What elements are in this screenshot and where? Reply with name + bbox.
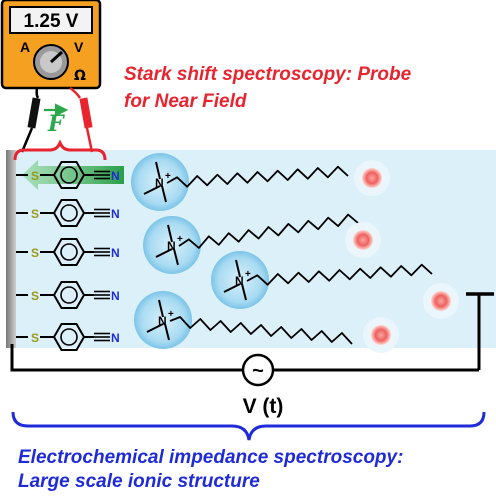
sulfur-label: S (31, 169, 39, 183)
multimeter-reading: 1.25 V (24, 11, 79, 32)
benzene-ring (52, 323, 86, 351)
anion-core (362, 168, 382, 188)
cations: N+N+N+N+ (131, 153, 433, 349)
stark-brace (13, 139, 107, 161)
multimeter-display (9, 6, 93, 34)
nitrile-nitrogen-label: N (111, 246, 120, 260)
circuit-wire (10, 344, 479, 372)
benzene-ring (52, 199, 86, 227)
sulfur-label: S (31, 246, 39, 260)
charge-label: + (168, 309, 174, 320)
anion (363, 317, 399, 353)
voltage-label: V (t) (243, 395, 284, 418)
multimeter-label-ohm: Ω (74, 68, 86, 84)
ac-source (241, 353, 275, 387)
anions (345, 160, 459, 353)
multimeter: 1.25 V A V Ω (0, 0, 102, 90)
ammonium-nitrogen-label: N (158, 314, 167, 328)
alkyl-tail (178, 213, 359, 249)
stark-caption-line-1: Stark shift spectroscopy: Probe (124, 64, 412, 85)
charge-label: + (165, 171, 171, 182)
multimeter-label-a: A (20, 39, 30, 55)
anion (354, 160, 390, 196)
charge-label: + (245, 269, 251, 280)
nitrile-nitrogen-label: N (111, 169, 120, 183)
stark-caption: Stark shift spectroscopy: Probe for Near… (124, 61, 496, 115)
alkyl-tail (166, 165, 349, 188)
alkyl-tail (246, 263, 433, 286)
eis-caption-line-1: Electrochemical impedance spectroscopy: (18, 447, 404, 468)
field-vector-label: F (47, 111, 65, 137)
cation-sphere (143, 216, 201, 274)
nitrile-nitrogen-label: N (111, 331, 120, 345)
charge-label: + (177, 234, 183, 245)
anion-core (371, 325, 391, 345)
nitrile-nitrogen-label: N (111, 289, 120, 303)
anion-core (431, 291, 451, 311)
ammonium-nitrogen-label: N (155, 176, 164, 190)
cation: N+ (143, 213, 359, 274)
sulfur-label: S (31, 331, 39, 345)
ac-source-symbol: ~ (252, 360, 264, 382)
eis-brace (11, 411, 486, 441)
anion (345, 222, 381, 258)
cation-sphere (134, 291, 192, 349)
near-field-arrow (22, 160, 124, 190)
cation: N+ (134, 291, 353, 349)
ammonium-nitrogen-label: N (235, 274, 244, 288)
dial-pointer (49, 50, 64, 64)
cation-sphere (131, 153, 189, 211)
sulfur-label: S (31, 289, 39, 303)
eis-caption-line-2: Large scale ionic structure (18, 471, 260, 492)
red-probe (79, 97, 93, 129)
benzene-ring (52, 238, 86, 266)
eis-caption: Electrochemical impedance spectroscopy: … (18, 446, 494, 494)
ammonium-nitrogen-label: N (167, 239, 176, 253)
benzene-ring (52, 281, 86, 309)
benzene-ring (52, 161, 86, 189)
cation: N+ (211, 251, 433, 309)
stark-caption-line-2: for Near Field (124, 91, 247, 112)
alkyl-tail (169, 316, 353, 345)
cation: N+ (131, 153, 349, 211)
cation-sphere (211, 251, 269, 309)
sulfur-label: S (31, 207, 39, 221)
anion (423, 283, 459, 319)
black-probe (27, 97, 41, 129)
multimeter-label-v: V (74, 39, 84, 55)
working-electrode (6, 150, 16, 348)
nitrile-nitrogen-label: N (111, 207, 120, 221)
anion-core (353, 230, 373, 250)
